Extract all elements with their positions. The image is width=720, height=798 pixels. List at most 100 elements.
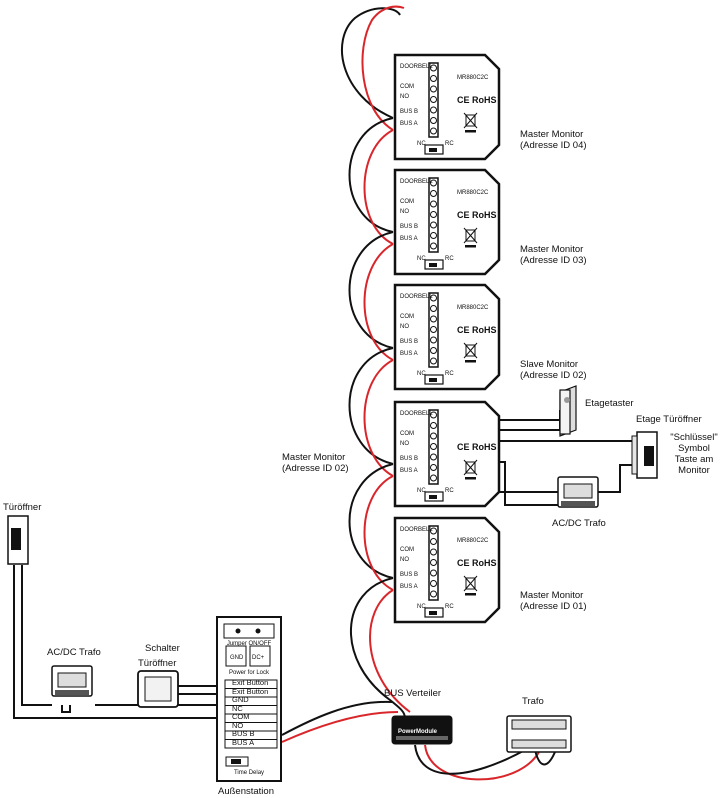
station-terminal-label: Exit Button	[232, 678, 269, 687]
monitor-terminal-label: COM	[400, 547, 414, 553]
trafo-device	[506, 715, 572, 753]
trafo-display	[57, 672, 87, 688]
terminal-screw	[430, 336, 437, 344]
acdc-trafo-left-device	[51, 665, 93, 697]
red-wire	[361, 5, 405, 131]
monitor-terminal-label: BUS A	[400, 121, 418, 127]
terminal-screw	[430, 559, 437, 566]
monitor-1-address: (Adresse ID 04)	[520, 140, 587, 151]
schluessel-note-2: Symbol	[678, 443, 710, 454]
station-terminal-label: GND	[232, 695, 249, 704]
monitor-terminal-label: BUS A	[400, 236, 418, 242]
jumper-pin	[235, 628, 241, 634]
trafo-terminal-row	[55, 690, 89, 695]
monitor-terminal-label: BUS A	[400, 351, 418, 357]
etagetaster-device	[559, 385, 577, 437]
black-wire	[13, 565, 220, 719]
jumper-label: Jumper ON/OFF	[226, 641, 272, 647]
monitor-unit	[393, 168, 501, 276]
monitor-terminal-label: BUS B	[400, 109, 419, 115]
monitors-layer	[393, 53, 501, 624]
terminal-screw	[430, 117, 437, 124]
weee-bar	[465, 477, 476, 480]
nc-label: NC	[417, 256, 426, 262]
monitor-terminal-label: NO	[400, 324, 409, 330]
monitor-unit	[393, 516, 501, 624]
weee-cross-line	[463, 112, 478, 129]
schluessel-note-3: Taste am	[674, 454, 714, 465]
monitor-5-address: (Adresse ID 01)	[520, 601, 587, 612]
terminal-screw	[430, 179, 437, 187]
monitor-terminal-label: COM	[400, 199, 414, 205]
red-wire	[369, 589, 411, 713]
monitor-unit	[393, 53, 501, 161]
devices-layer	[7, 385, 658, 782]
black-wire	[534, 749, 556, 766]
terminal-screw	[430, 548, 437, 556]
tueroeffner-label: Türöffner	[3, 502, 42, 513]
monitor-1-role: Master Monitor	[520, 129, 584, 140]
terminal-screw	[430, 127, 437, 135]
nc-label: NC	[417, 371, 426, 377]
red-wire	[424, 744, 541, 781]
terminal-screw	[430, 411, 437, 419]
black-wire	[61, 705, 71, 713]
gnd-small-label: GND	[230, 655, 244, 661]
station-terminal-label: Exit Button	[232, 686, 269, 696]
aussenstation-device	[216, 616, 282, 782]
lock-bolt	[644, 446, 654, 466]
monitor-body	[393, 516, 501, 624]
jumper-block	[223, 623, 275, 639]
monitor-terminal-label: BUS B	[400, 339, 419, 345]
aussenstation-label: Außenstation	[218, 786, 274, 797]
monitor-body	[393, 400, 501, 508]
etage-lock-device	[631, 431, 658, 479]
terminal-screw	[430, 106, 437, 114]
terminal-screw	[430, 580, 437, 587]
black-wire	[21, 565, 52, 706]
schalter-button	[144, 676, 172, 702]
monitor-terminal-label: BUS B	[400, 572, 419, 578]
terminal-screw	[430, 474, 437, 482]
monitor-terminal-label: NO	[400, 557, 409, 563]
rc-label: RC	[445, 604, 454, 610]
red-wire	[281, 711, 399, 743]
dc-label: DC+	[252, 655, 265, 661]
weee-bin-icon	[465, 229, 476, 242]
terminal-screw	[430, 347, 437, 354]
monitor-terminal-label: BUS A	[400, 468, 418, 474]
distributor-terminal-row	[396, 736, 448, 740]
terminal-screw	[430, 242, 437, 250]
power-terminal	[249, 645, 271, 667]
monitor-terminal-label: NO	[400, 94, 409, 100]
bus-distributor-text: PowerModule	[398, 729, 438, 735]
trafo-main-top-terminals	[511, 719, 567, 730]
terminal-screw	[430, 305, 437, 312]
weee-bar	[465, 593, 476, 596]
monitor-4-address: (Adresse ID 02)	[282, 463, 349, 474]
monitor-body	[393, 283, 501, 391]
acdc-trafo-left-label: AC/DC Trafo	[47, 647, 101, 658]
terminal-screw	[430, 96, 437, 103]
monitor-terminal-label: COM	[400, 314, 414, 320]
monitor-terminal-label: BUS A	[400, 584, 418, 590]
power-terminal	[225, 645, 247, 667]
monitor-terminal-label: COM	[400, 84, 414, 90]
monitor-unit	[393, 283, 501, 391]
monitor-2-address: (Adresse ID 03)	[520, 255, 587, 266]
monitor-model-label: MR880C2C	[457, 538, 489, 544]
address-switch-knob	[429, 611, 437, 615]
address-switch-knob	[429, 263, 437, 267]
etagetaster-label: Etagetaster	[585, 398, 634, 409]
monitor-terminal-label: DOORBELL	[400, 64, 433, 70]
time-delay-label: Time Delay	[233, 770, 265, 776]
ce-rohs-mark: CE RoHS	[457, 95, 497, 105]
schalter-device	[137, 670, 179, 708]
monitor-terminal-label: DOORBELL	[400, 294, 433, 300]
weee-bin-icon	[465, 577, 476, 590]
station-terminal-label: BUS A	[232, 737, 255, 747]
monitor-terminal-label: NO	[400, 209, 409, 215]
terminal-screw	[430, 64, 437, 72]
terminal-screw	[430, 357, 437, 365]
